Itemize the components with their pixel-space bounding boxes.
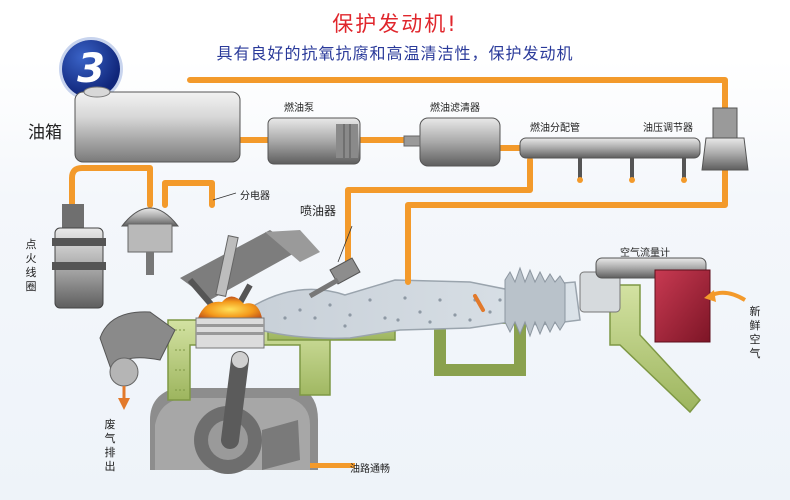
combustion-flame (195, 296, 265, 349)
cylinder-head (180, 230, 320, 312)
label-fuel-rail: 燃油分配管 (530, 123, 580, 134)
air-intake-duct (254, 266, 581, 340)
air-flow-meter (579, 257, 747, 343)
fuel-filter (403, 117, 501, 167)
exhaust-manifold (99, 311, 176, 410)
label-fuel-pump: 燃油泵 (284, 103, 314, 114)
distributor-callout (212, 192, 237, 201)
page-subtitle: 具有良好的抗氧抗腐和高温清洁性，保护发动机 (216, 44, 574, 63)
label-fresh-air: 新鲜空气 (749, 305, 761, 360)
label-pressure-regulator: 油压调节器 (643, 123, 693, 134)
label-air-flow-meter: 空气流量计 (620, 248, 670, 259)
pressure-regulator (701, 107, 749, 171)
fuel-lines (69, 77, 728, 285)
label-fuel-filter: 燃油滤清器 (430, 103, 480, 114)
distributor (120, 207, 180, 275)
injector-callout (337, 225, 353, 263)
fuel-pump (267, 117, 361, 165)
label-ignition-coil: 点火线圈 (25, 238, 37, 293)
label-fuel-tank: 油箱 (28, 123, 62, 143)
label-legend: 油路通畅 (350, 464, 390, 475)
ignition-coil (52, 204, 106, 309)
fuel-rail (519, 137, 701, 183)
fuel-tank (74, 86, 241, 163)
legend-swatch (310, 463, 355, 468)
engine-block (150, 351, 318, 474)
label-exhaust: 废气排出 (104, 418, 116, 473)
page-title: 保护发动机! (332, 12, 458, 36)
label-distributor: 分电器 (240, 191, 270, 202)
label-injector: 喷油器 (300, 204, 337, 218)
fuel-injector (308, 257, 361, 299)
